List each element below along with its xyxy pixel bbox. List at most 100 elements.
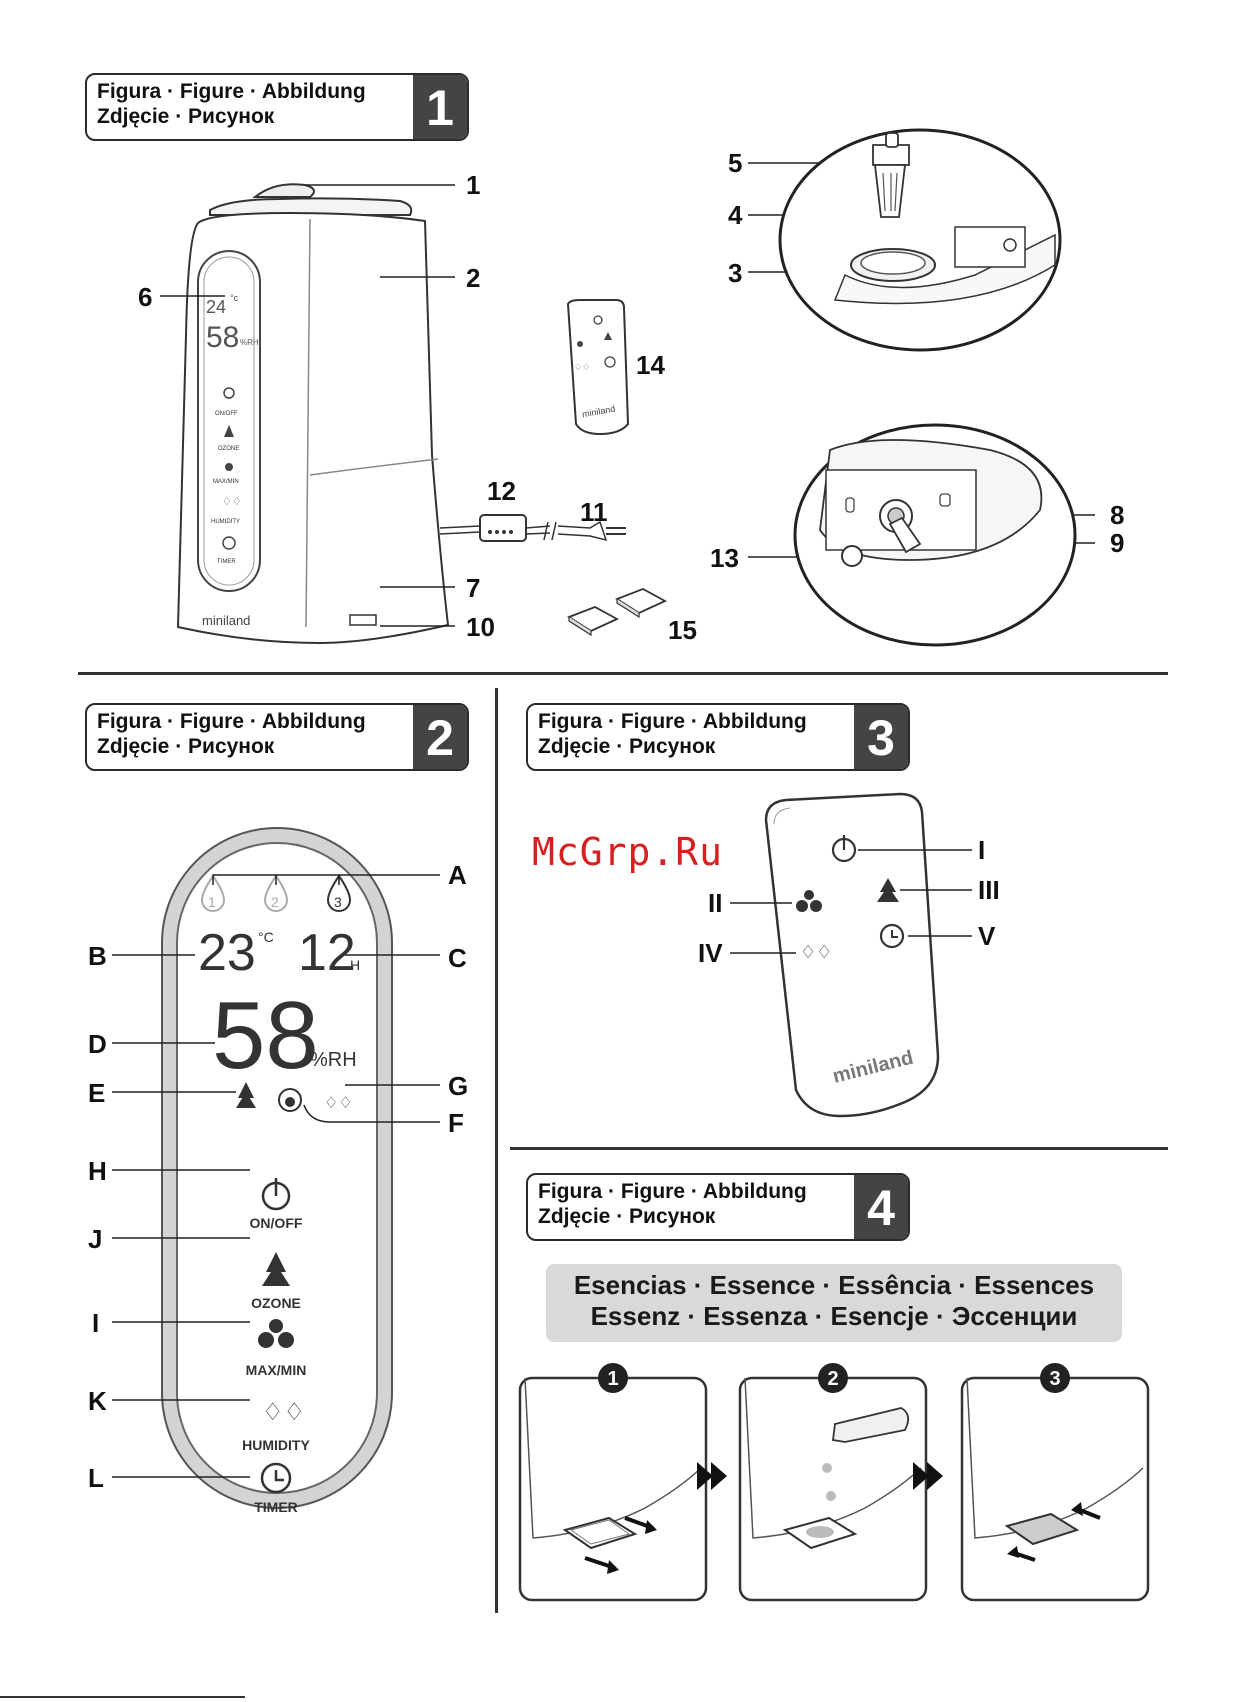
figure-3-header: Figura · Figure · Abbildung Zdjęcie · Ри… [526, 703, 910, 771]
callout-D: D [88, 1029, 107, 1059]
figure-title-line2: Zdjęcie · Рисунок [538, 1205, 716, 1228]
figure-2-header: Figura · Figure · Abbildung Zdjęcie · Ри… [85, 703, 469, 771]
step-2-number: 2 [827, 1368, 838, 1390]
callout-14: 14 [636, 350, 665, 380]
humidity-icon: ♢♢ [222, 496, 242, 508]
callout-H: H [88, 1156, 107, 1186]
figure-3-number: 3 [854, 705, 908, 769]
device-btn-maxmin: MAX/MIN [213, 479, 239, 485]
callout-L: L [88, 1463, 104, 1493]
callout-6: 6 [138, 282, 153, 312]
timer-display: 12 [298, 924, 356, 982]
callout-9: 9 [1110, 528, 1125, 558]
remote-ozone-icon [877, 878, 899, 902]
callout-12: 12 [487, 476, 516, 506]
callout-13: 13 [710, 543, 739, 573]
humidity-indicator-icon: ♢♢ [324, 1095, 353, 1112]
essences-banner: Esencias · Essence · Essência · Essences… [546, 1264, 1122, 1342]
figure-title-line1: Figura · Figure · Abbildung [538, 710, 807, 733]
figure-3-leader-lines [730, 849, 972, 954]
callout-C: C [448, 943, 467, 973]
drops-icon [225, 463, 233, 471]
power-cable-illustration [440, 514, 626, 542]
control-panel-illustration: 1 2 3 23 °C 12 H 58 %RH ♢♢ ON/OFF OZONE … [161, 827, 393, 1515]
vertical-divider [495, 688, 498, 1613]
figure-2-leader-lines [112, 874, 440, 1478]
figure-title-line1: Figura · Figure · Abbildung [97, 710, 366, 733]
remote-humidity-icon: ♢♢ [800, 942, 832, 962]
callout-4: 4 [728, 200, 743, 230]
figure-title-line2: Zdjęcie · Рисунок [97, 105, 275, 128]
figure-1-number: 1 [413, 75, 467, 139]
level-1-label: 1 [208, 894, 216, 910]
horizontal-divider-right [510, 1147, 1168, 1150]
base-detail-illustration [793, 423, 1077, 647]
timer-unit: H [350, 957, 360, 973]
device-btn-humidity: HUMIDITY [211, 519, 240, 525]
watermark: McGrp.Ru [532, 830, 724, 874]
callout-I: I [92, 1308, 100, 1338]
callout-F: F [448, 1108, 464, 1138]
temp-display: 23 [198, 924, 256, 982]
figure-2-title: Figura · Figure · Abbildung Zdjęcie · Ри… [97, 709, 366, 759]
ozone-button-icon [262, 1252, 290, 1286]
remote-timer-icon [879, 923, 905, 949]
device-btn-ozone: OZONE [218, 446, 239, 452]
level-2-label: 2 [271, 894, 279, 910]
level-3-label: 3 [334, 894, 342, 910]
essences-line2: Essenz · Essenza · Esencje · Эссенции [590, 1301, 1078, 1331]
callout-roman-V: V [978, 921, 996, 951]
step-1-number: 1 [607, 1368, 618, 1390]
device-brand: miniland [202, 613, 250, 628]
callout-roman-IV: IV [698, 938, 723, 968]
figure-4-number: 4 [854, 1175, 908, 1239]
temp-unit: °C [258, 929, 274, 945]
callout-11: 11 [580, 497, 608, 527]
device-humidity-unit: %RH [240, 338, 259, 347]
callout-5: 5 [728, 148, 743, 178]
callout-B: B [88, 941, 107, 971]
humidity-button-icon: ♢♢ [262, 1399, 305, 1426]
svg-text:♢♢: ♢♢ [574, 362, 590, 372]
essences-line1: Esencias · Essence · Essência · Essences [573, 1270, 1095, 1300]
callout-15: 15 [668, 615, 697, 645]
button-maxmin-label: MAX/MIN [246, 1362, 307, 1378]
callout-7: 7 [466, 573, 481, 603]
remote-large-illustration: ♢♢ miniland [764, 792, 940, 1118]
filter-detail-illustration [778, 128, 1062, 352]
essence-steps-illustration: 1 2 3 [518, 1363, 1150, 1602]
figure-4-title: Figura · Figure · Abbildung Zdjęcie · Ри… [538, 1179, 807, 1229]
humidity-unit: %RH [310, 1049, 357, 1071]
remote-small-illustration: ♢♢ miniland [566, 299, 630, 436]
callout-3: 3 [728, 258, 743, 288]
callout-2: 2 [466, 263, 481, 293]
button-timer-label: TIMER [254, 1499, 298, 1515]
figure-1-header: Figura · Figure · Abbildung Zdjęcie · Ри… [85, 73, 469, 141]
figure-3-title: Figura · Figure · Abbildung Zdjęcie · Ри… [538, 709, 807, 759]
figure-title-line2: Zdjęcie · Рисунок [538, 735, 716, 758]
button-ozone-label: OZONE [251, 1295, 301, 1311]
callout-8: 8 [1110, 500, 1125, 530]
device-btn-onoff: ON/OFF [215, 411, 238, 417]
timer-icon [222, 536, 236, 550]
callout-roman-I: I [978, 835, 986, 865]
humidity-display: 58 [212, 982, 319, 1089]
device-humidity: 58 [206, 321, 239, 354]
horizontal-divider-top [78, 672, 1168, 675]
figure-1-title: Figura · Figure · Abbildung Zdjęcie · Ри… [97, 79, 366, 129]
remote-maxmin-icon [796, 900, 808, 912]
callout-J: J [88, 1224, 103, 1254]
tree-icon [224, 425, 234, 437]
power-icon [223, 387, 235, 399]
callout-roman-II: II [708, 888, 723, 918]
callout-A: A [448, 860, 467, 890]
figure-title-line2: Zdjęcie · Рисунок [97, 735, 275, 758]
callout-10: 10 [466, 612, 495, 642]
figure-title-line1: Figura · Figure · Abbildung [97, 80, 366, 103]
essence-pads-illustration [567, 588, 668, 637]
callout-G: G [448, 1071, 469, 1101]
figure-title-line1: Figura · Figure · Abbildung [538, 1180, 807, 1203]
humidifier-illustration: 24 °c 58 %RH ON/OFF OZONE MAX/MIN ♢♢ HUM… [176, 183, 450, 645]
device-temp: 24 [206, 297, 226, 317]
timer-button-icon [260, 1462, 292, 1494]
